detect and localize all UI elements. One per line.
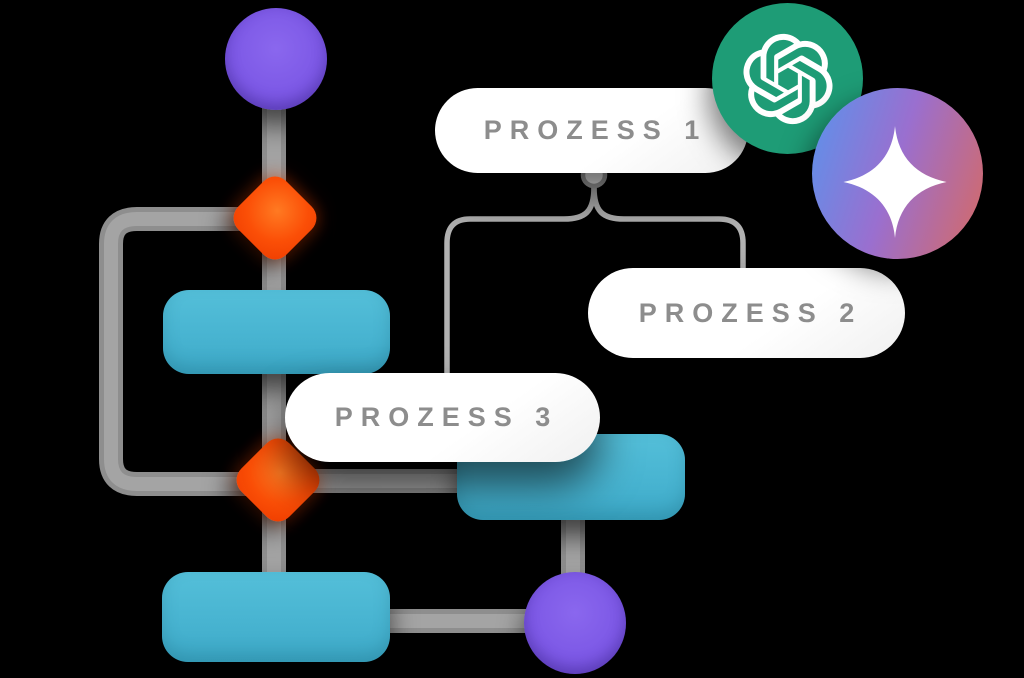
gemini-sparkle-icon bbox=[843, 126, 947, 238]
process-node-3-rect bbox=[162, 572, 390, 662]
openai-logo-icon bbox=[742, 33, 833, 124]
prozess-3-pill: PROZESS 3 bbox=[285, 373, 600, 462]
prozess-2-pill: PROZESS 2 bbox=[588, 268, 905, 358]
end-node-circle bbox=[524, 572, 626, 674]
process-node-1-rect bbox=[163, 290, 390, 374]
left-loop-connector-highlight bbox=[104, 212, 270, 491]
wishbone-left-branch bbox=[444, 184, 597, 376]
gemini-logo-badge bbox=[812, 88, 983, 259]
prozess-1-pill: PROZESS 1 bbox=[435, 88, 748, 173]
prozess-1-label: PROZESS 1 bbox=[483, 115, 708, 145]
wishbone-right-branch bbox=[591, 184, 746, 271]
prozess-3-label: PROZESS 3 bbox=[334, 402, 559, 432]
start-node-circle bbox=[225, 8, 327, 110]
prozess-2-label: PROZESS 2 bbox=[638, 297, 863, 328]
